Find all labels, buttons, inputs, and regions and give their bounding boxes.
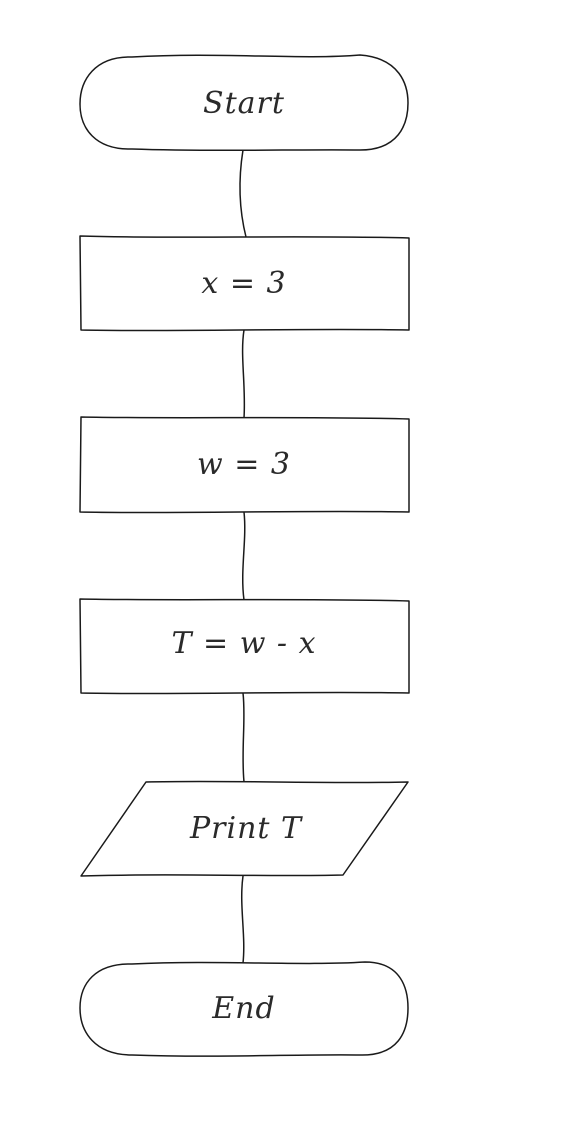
print-t-input-output: Print T bbox=[80, 780, 409, 877]
start-label: Start bbox=[203, 86, 285, 121]
assign-x-label: x = 3 bbox=[201, 266, 286, 301]
end-label: End bbox=[211, 991, 275, 1026]
connector-print-t-to-end bbox=[241, 875, 245, 964]
assign-w-label: w = 3 bbox=[197, 447, 291, 482]
connector-compute-t-to-print-t bbox=[242, 692, 245, 783]
compute-t-process: T = w - x bbox=[79, 598, 410, 695]
start-terminator: Start bbox=[79, 54, 409, 152]
connector-assign-x-to-assign-w bbox=[241, 329, 246, 419]
compute-t-label: T = w - x bbox=[171, 626, 316, 661]
connector-start-to-assign-x bbox=[239, 149, 247, 238]
assign-x-process: x = 3 bbox=[79, 235, 410, 332]
print-t-label: Print T bbox=[189, 811, 303, 846]
assign-w-process: w = 3 bbox=[79, 416, 410, 514]
connector-assign-w-to-compute-t bbox=[242, 511, 246, 601]
end-terminator: End bbox=[79, 961, 409, 1057]
